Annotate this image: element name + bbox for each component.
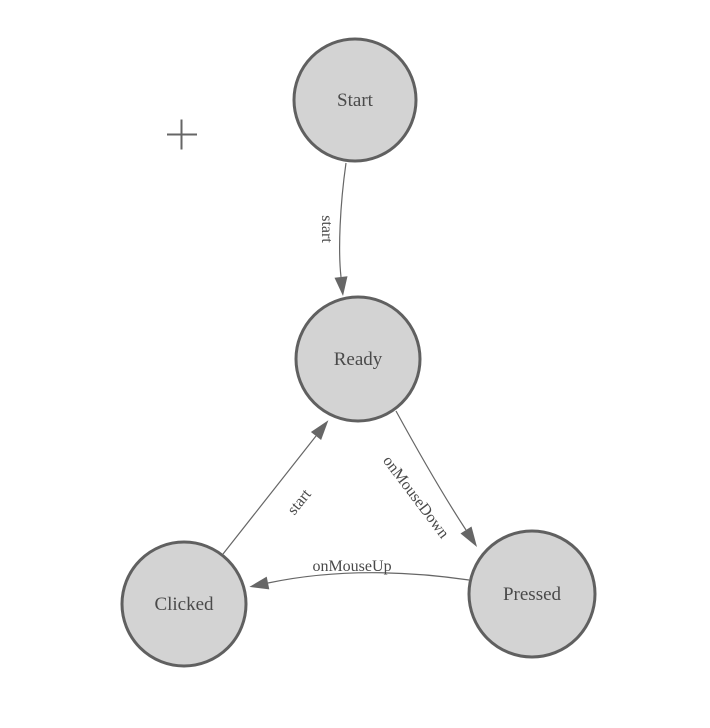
edge-start-to-ready[interactable]: start: [318, 162, 348, 296]
node-label-pressed: Pressed: [503, 584, 562, 605]
edge-label-onmousedown: onMouseDown: [379, 453, 452, 542]
node-label-start: Start: [337, 90, 374, 111]
edge-label-start-ready: start: [318, 215, 335, 243]
state-node-pressed[interactable]: Pressed: [467, 529, 597, 659]
edge-label-start-clicked-ready: start: [284, 486, 315, 519]
edge-pressed-to-clicked[interactable]: onMouseUp: [249, 558, 470, 590]
node-label-clicked: Clicked: [154, 594, 214, 615]
plus-crosshair-icon: [167, 119, 197, 150]
edge-ready-to-pressed[interactable]: onMouseDown: [379, 410, 477, 547]
state-node-ready[interactable]: Ready: [294, 295, 422, 423]
node-label-ready: Ready: [334, 349, 383, 370]
arrowhead-icon: [334, 276, 348, 296]
state-node-start[interactable]: Start: [292, 37, 418, 163]
edge-clicked-to-ready[interactable]: start: [222, 420, 329, 555]
arrowhead-icon: [460, 526, 477, 547]
edge-label-onmouseup: onMouseUp: [312, 558, 391, 575]
arrowhead-icon: [310, 420, 329, 440]
state-node-clicked[interactable]: Clicked: [120, 540, 248, 668]
arrowhead-icon: [249, 576, 270, 590]
